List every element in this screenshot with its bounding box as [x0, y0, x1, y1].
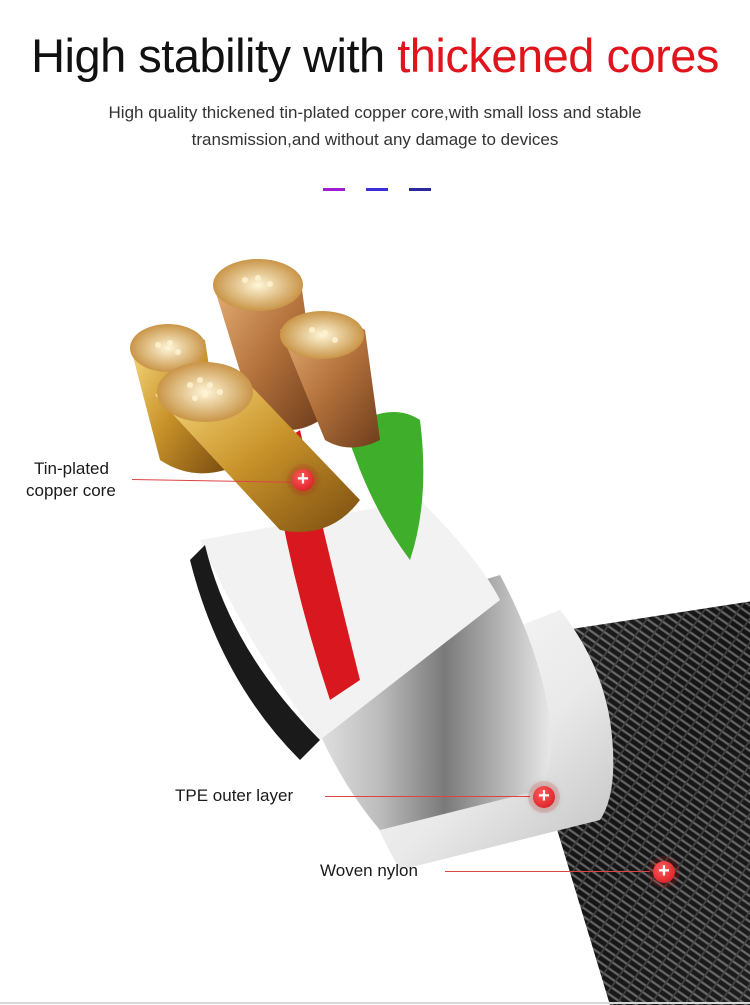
divider-dash — [366, 188, 388, 191]
callout-leader-line — [445, 871, 650, 872]
plus-icon[interactable]: + — [292, 469, 314, 491]
callout-woven-nylon: Woven nylon — [320, 861, 418, 880]
divider-dash — [323, 188, 345, 191]
callout-copper-core: Tin-plated copper core — [26, 458, 116, 502]
title-accent: thickened cores — [397, 29, 719, 82]
callout-leader-line — [325, 796, 530, 797]
callout-line: Tin-plated — [34, 459, 109, 478]
divider-dash — [409, 188, 431, 191]
subtitle-line-1: High quality thickened tin-plated copper… — [108, 103, 642, 122]
callout-line: copper core — [26, 481, 116, 500]
subtitle-line-2: transmission,and without any damage to d… — [191, 130, 559, 149]
plus-icon[interactable]: + — [533, 786, 555, 808]
callout-tpe-layer: TPE outer layer — [175, 786, 294, 805]
page-title: High stability with thickened cores — [0, 28, 750, 83]
title-main: High stability with — [31, 29, 385, 82]
plus-icon[interactable]: + — [653, 861, 675, 883]
